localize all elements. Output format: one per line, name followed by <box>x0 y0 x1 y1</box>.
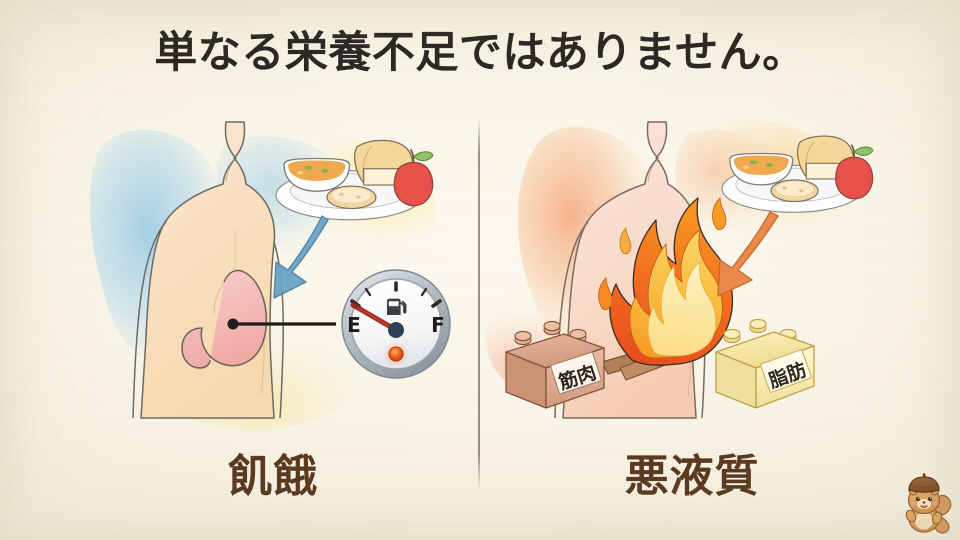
gauge-pointer-line <box>227 318 336 330</box>
intake-arrow-blue <box>273 215 329 299</box>
page-title: 単なる栄養不足ではありません。 <box>154 28 806 78</box>
gauge-label-full: F <box>431 313 445 337</box>
fire-illustration <box>598 196 734 366</box>
panel-cachexia: 筋肉 <box>486 112 892 422</box>
food-plate-starvation <box>275 139 434 221</box>
gauge-label-empty: E <box>347 313 361 337</box>
caption-cachexia: 悪液質 <box>624 451 760 502</box>
block-muscle: 筋肉 <box>505 320 605 409</box>
squirrel-mascot <box>898 473 956 536</box>
block-fat: 脂肪 <box>715 318 815 409</box>
panel-divider <box>478 118 480 490</box>
food-plate-cachexia <box>721 135 874 213</box>
caption-starvation: 飢餓 <box>228 451 318 502</box>
fuel-pump-icon <box>387 298 407 315</box>
panel-starvation: E F <box>78 112 468 430</box>
intake-arrow-orange <box>717 211 779 297</box>
stomach-illustration <box>181 269 268 369</box>
fuel-gauge: E F <box>341 269 451 379</box>
